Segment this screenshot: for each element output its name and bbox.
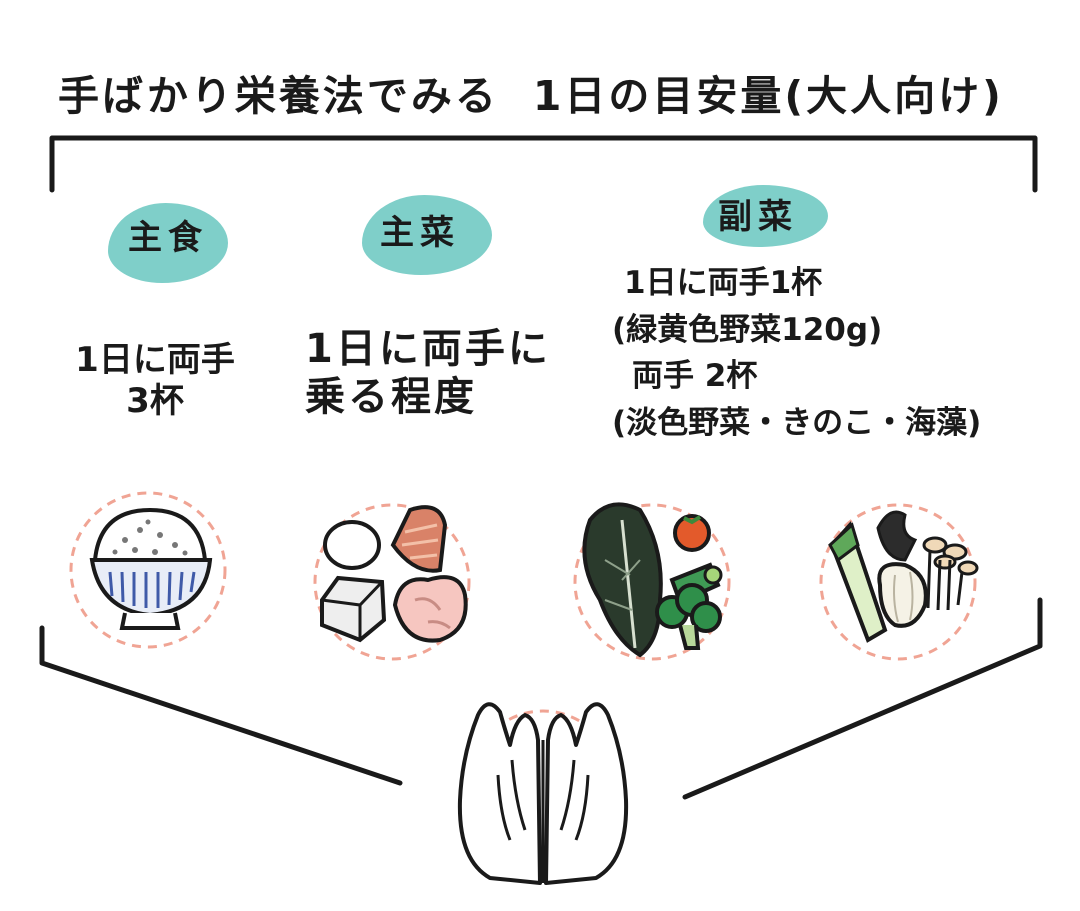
main-amount: 1日に両手に 乗る程度 [305, 325, 551, 421]
side-line-4: (淡色野菜・きのこ・海藻) [612, 404, 982, 441]
label-side: 副菜 [718, 197, 798, 237]
staple-amount: 1日に両手 3杯 [70, 340, 240, 422]
main-line-1: 1日に両手に [305, 326, 551, 372]
side-line-3: 両手 2杯 [632, 358, 758, 394]
side-amount: 1日に両手1杯 (緑黄色野菜120g) 両手 2杯 (淡色野菜・きのこ・海藻) [612, 260, 981, 446]
main-line-2: 乗る程度 [305, 374, 477, 420]
title-part-2: 1日の目安量(大人向け) [532, 72, 1004, 120]
label-staple: 主食 [128, 218, 208, 258]
label-main: 主菜 [380, 213, 460, 253]
label-blob-main [362, 195, 492, 275]
side-line-2: (緑黄色野菜120g) [612, 311, 883, 348]
staple-line-1: 1日に両手 [75, 340, 235, 380]
label-blob-side [703, 185, 828, 247]
page-title: 手ばかり栄養法でみる 1日の目安量(大人向け) [58, 62, 1004, 122]
title-part-1: 手ばかり栄養法でみる [58, 72, 499, 120]
label-blob-staple [108, 203, 228, 283]
side-line-1: 1日に両手1杯 [624, 265, 823, 301]
staple-line-2: 3杯 [126, 380, 184, 421]
